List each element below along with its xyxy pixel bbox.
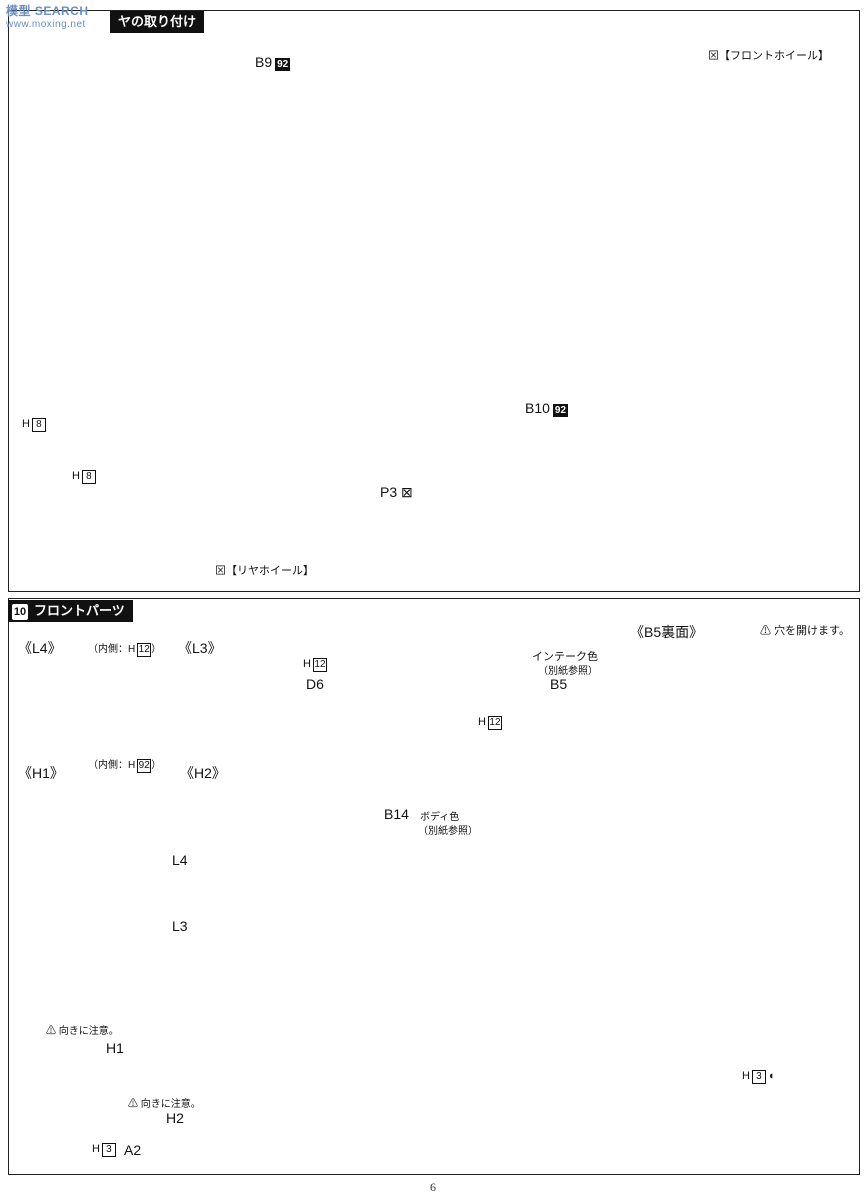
step9-title: ヤの取り付け	[118, 14, 197, 29]
h8-number-box: 8	[31, 418, 46, 432]
step10-title: フロントパーツ	[34, 603, 125, 618]
step9-frame	[8, 10, 860, 592]
watermark-site: 模型 SEARCH	[6, 4, 89, 18]
b14-label: B14	[384, 806, 409, 822]
watermark-url: www.moxing.net	[6, 19, 86, 30]
h2-diagram-label: 《H2》	[180, 765, 226, 781]
b5-back-label: 《B5裏面》	[630, 624, 704, 640]
h1-diagram-label: 《H1》	[18, 765, 64, 781]
step9-header: ヤの取り付け	[110, 11, 205, 33]
warning-icon: ⚠	[46, 1026, 56, 1037]
a2-label: A2	[124, 1142, 142, 1158]
b5-label: B5	[550, 676, 568, 692]
l4-label: L4	[172, 852, 188, 868]
warning-icon: ⚠	[128, 1099, 138, 1110]
b9-color-badge: 92	[275, 58, 291, 71]
step10-header: 10 フロントパーツ	[8, 600, 133, 622]
h1-label: H1	[106, 1040, 124, 1056]
step10-number: 10	[12, 604, 28, 620]
l3-label: L3	[172, 918, 188, 934]
step10-frame	[8, 598, 860, 1175]
b10-color-badge: 92	[552, 404, 569, 417]
drill-note: ⚠ 穴を開けます。	[760, 625, 850, 637]
l4-diagram-label: 《L4》	[18, 640, 62, 656]
watermark: 模型 SEARCH www.moxing.net	[6, 2, 89, 30]
h8-number-box: 8	[81, 470, 96, 484]
d6-label: D6	[306, 676, 324, 692]
p3-label: P3 ⊠	[380, 484, 413, 500]
cement-icon: ⊠	[401, 484, 413, 500]
page-number: 6	[430, 1180, 436, 1194]
front-wheel-label: ⊠【フロントホイール】	[708, 50, 829, 62]
cement-icon: ⊠	[215, 565, 226, 577]
h2-label: H2	[166, 1110, 184, 1126]
rear-wheel-label: ⊠【リヤホイール】	[215, 565, 314, 577]
body-color-note: ボディ色	[420, 812, 460, 823]
l3-diagram-label: 《L3》	[178, 640, 222, 656]
body-color-sub: （別紙参照）	[418, 826, 478, 837]
caution-note-1: ⚠ 向きに注意。	[46, 1026, 119, 1037]
intake-color-sub: （別紙参照）	[538, 666, 598, 677]
mixing-color-icon: ◐	[769, 1070, 776, 1082]
cement-icon: ⊠	[708, 50, 719, 62]
warning-icon: ⚠	[760, 625, 771, 637]
intake-color-note: インテーク色	[532, 651, 598, 663]
caution-note-2: ⚠ 向きに注意。	[128, 1099, 201, 1110]
